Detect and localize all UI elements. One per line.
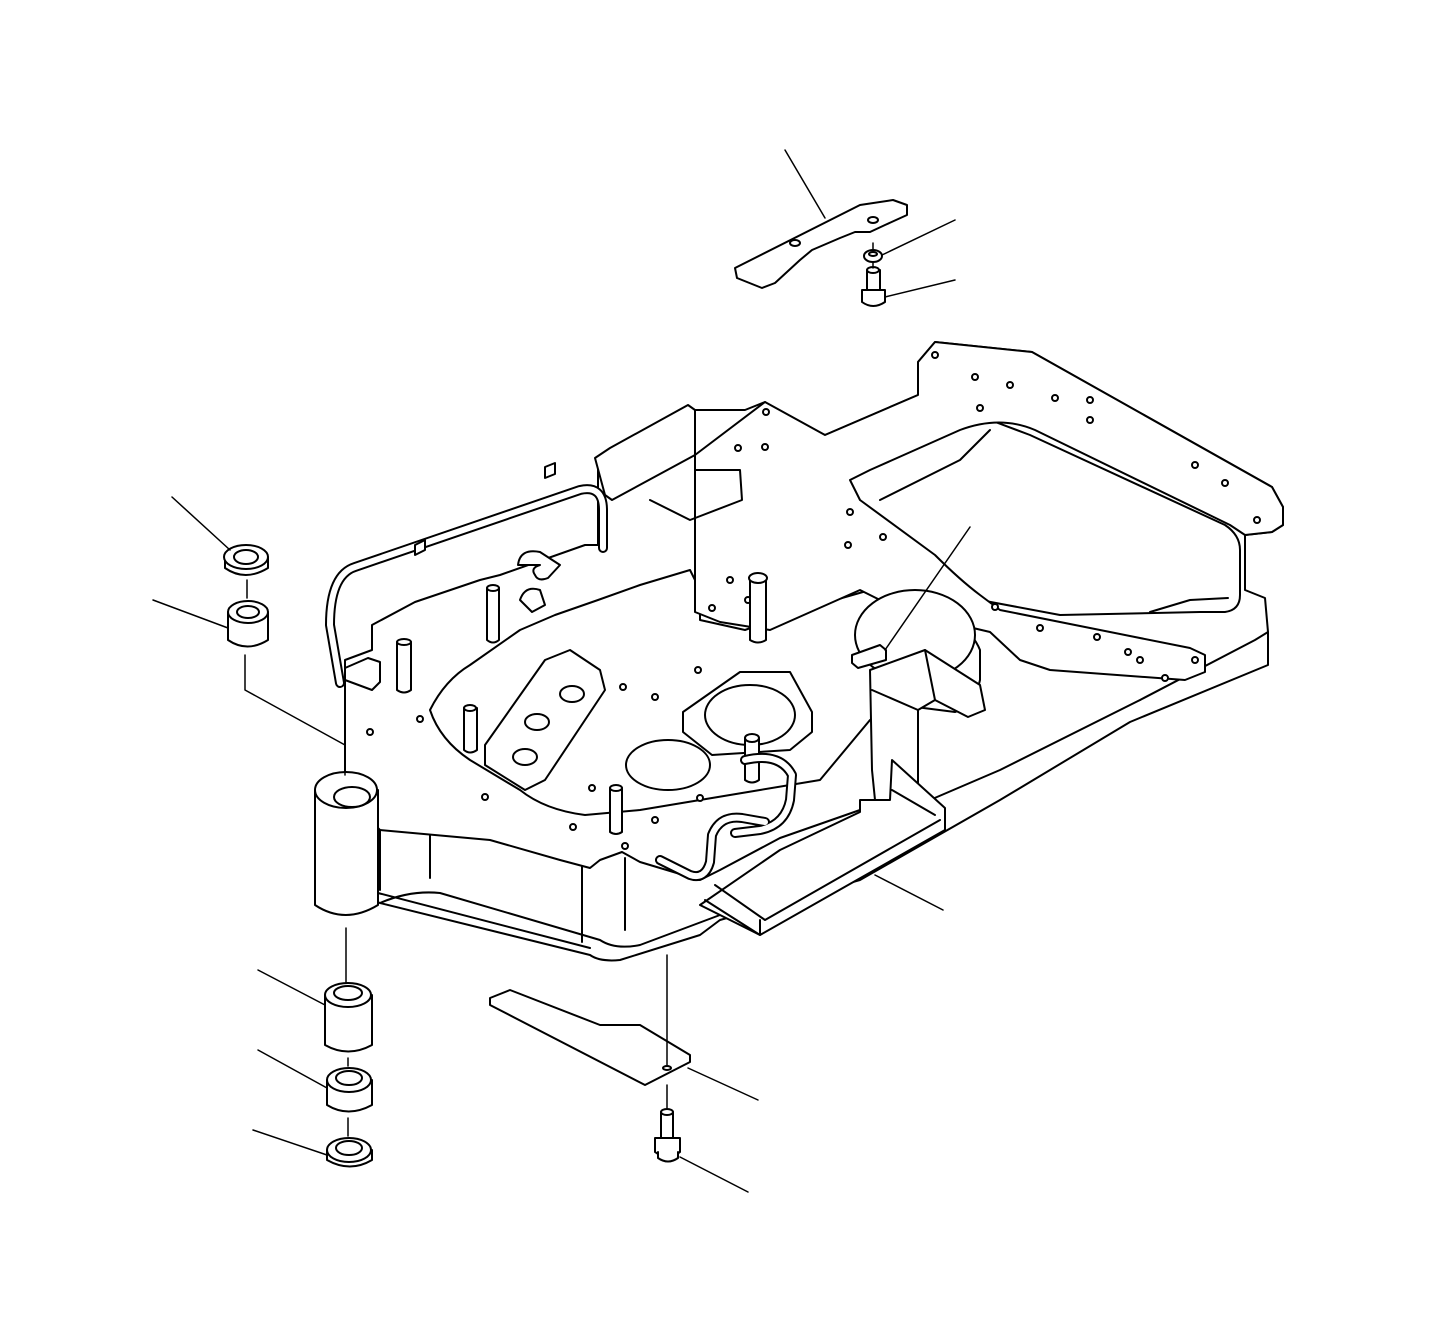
leader-bolt-upper bbox=[885, 280, 955, 297]
center-pad bbox=[852, 645, 886, 668]
leader-bushing-top bbox=[153, 600, 228, 628]
bolt-upper bbox=[862, 267, 885, 306]
handrail-left-inner bbox=[330, 489, 603, 683]
posts bbox=[397, 573, 767, 834]
front-step bbox=[700, 760, 945, 935]
leader-bolt-lower bbox=[680, 1157, 748, 1192]
lower-cover-hole bbox=[663, 1066, 671, 1070]
pivot-boss bbox=[315, 790, 378, 915]
bushing-lower-short bbox=[327, 1068, 372, 1112]
handrail-left-foot bbox=[345, 658, 380, 690]
leader-upper-cover-plate bbox=[785, 150, 825, 218]
leader-bushing-bottom-cap bbox=[253, 1130, 327, 1155]
frame-bottom-edge bbox=[380, 892, 720, 946]
bushing-bottom-cap bbox=[327, 1138, 372, 1167]
upper-cover-plate bbox=[735, 200, 907, 288]
callout-leaders bbox=[153, 150, 970, 1192]
fuel-tank-bracket-edge bbox=[872, 650, 935, 710]
assembly-lines bbox=[245, 243, 873, 1136]
upper-cover-slot-2 bbox=[790, 240, 800, 246]
leader-lower-cover-plate bbox=[688, 1068, 758, 1100]
frame-large-hole-1 bbox=[626, 740, 710, 790]
pivot-boss-bore bbox=[334, 787, 370, 807]
bolt-lower bbox=[655, 1109, 680, 1162]
frame-upper-deck bbox=[695, 342, 1283, 680]
handrail-tab-2 bbox=[545, 463, 555, 478]
bushing-top bbox=[228, 601, 268, 647]
front-step-inner bbox=[705, 790, 940, 935]
frame-inner-wall bbox=[378, 812, 625, 948]
upper-cover-slot-1 bbox=[868, 217, 878, 223]
frame-rear-opening-inner bbox=[880, 430, 1228, 612]
frame-top-rail-2 bbox=[650, 455, 742, 520]
leader-center-pad bbox=[885, 527, 970, 650]
rib-hole-2 bbox=[525, 714, 549, 730]
revolving-frame bbox=[315, 342, 1283, 960]
handrail-tab-1 bbox=[415, 540, 425, 555]
leader-washer-upper bbox=[882, 220, 955, 255]
lower-cover-plate bbox=[490, 990, 690, 1085]
bushing-top-cap bbox=[224, 545, 268, 575]
leader-bushing-lower-short bbox=[258, 1050, 327, 1088]
leader-bushing-top-cap bbox=[172, 497, 230, 550]
washer-upper-hole bbox=[869, 252, 877, 256]
frame-top-rail bbox=[595, 405, 695, 500]
rib-hole-3 bbox=[513, 749, 537, 765]
bolt-holes bbox=[367, 352, 1260, 849]
bushing-lower-long bbox=[325, 983, 372, 1052]
bracket-hook-left bbox=[518, 551, 560, 612]
leader-bushing-lower-long bbox=[258, 970, 325, 1005]
rib-hole-1 bbox=[560, 686, 584, 702]
leader-front-step bbox=[875, 875, 943, 910]
handrail-front-inner bbox=[660, 758, 792, 876]
